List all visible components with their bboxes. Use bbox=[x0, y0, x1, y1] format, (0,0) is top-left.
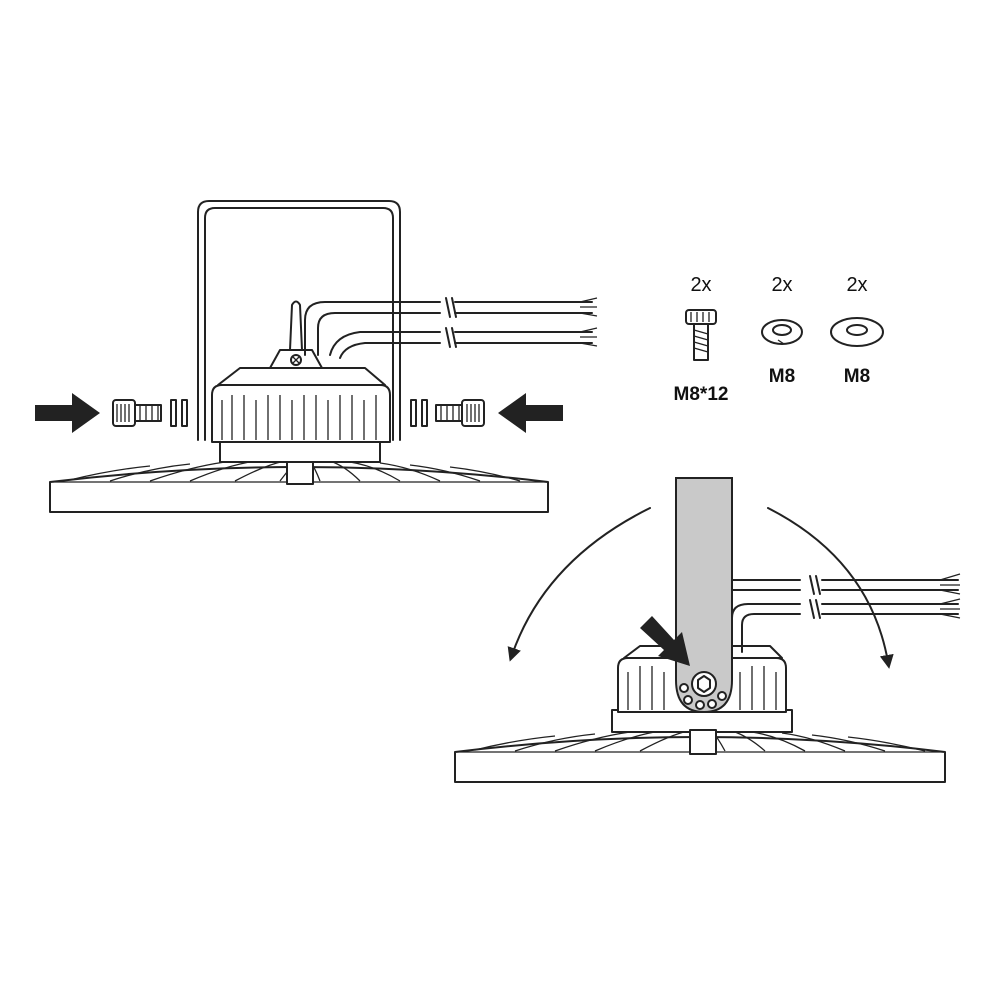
rotate-left-arrow-icon bbox=[507, 507, 651, 662]
hardware-flat-washer: 2x M8 bbox=[830, 274, 884, 387]
step-1-bracket-mounting bbox=[35, 200, 598, 513]
flat-washer-icon bbox=[830, 317, 884, 347]
step-2-angle-adjustment bbox=[454, 477, 961, 783]
spring-washer-quantity: 2x bbox=[771, 274, 792, 296]
cables-right bbox=[731, 573, 961, 653]
bolt-quantity: 2x bbox=[690, 274, 711, 296]
hardware-bolt: 2x M8*12 bbox=[674, 274, 729, 405]
spring-washer-icon bbox=[761, 319, 803, 345]
lamp-body-right bbox=[454, 709, 946, 783]
cables-left bbox=[304, 297, 598, 359]
driver-housing-left bbox=[211, 300, 391, 443]
hardware-spring-washer: 2x M8 bbox=[761, 274, 803, 387]
bolt-icon bbox=[685, 309, 717, 361]
bracket-arm bbox=[675, 477, 733, 714]
flat-washer-size-label: M8 bbox=[844, 366, 870, 387]
lamp-body-left bbox=[49, 439, 549, 513]
rotate-right-arrow-icon bbox=[767, 507, 894, 669]
bolt-size-label: M8*12 bbox=[674, 384, 729, 405]
screw-left bbox=[112, 399, 188, 427]
hardware-legend: 2x M8*12 2x M8 2x M8 bbox=[674, 274, 884, 405]
arrow-left-icon bbox=[498, 393, 563, 433]
spring-washer-size-label: M8 bbox=[769, 366, 795, 387]
arrow-pointer-icon bbox=[640, 616, 690, 666]
u-bracket bbox=[204, 207, 394, 441]
screw-right bbox=[410, 399, 485, 427]
arrow-right-icon bbox=[35, 393, 100, 433]
flat-washer-quantity: 2x bbox=[846, 274, 867, 296]
